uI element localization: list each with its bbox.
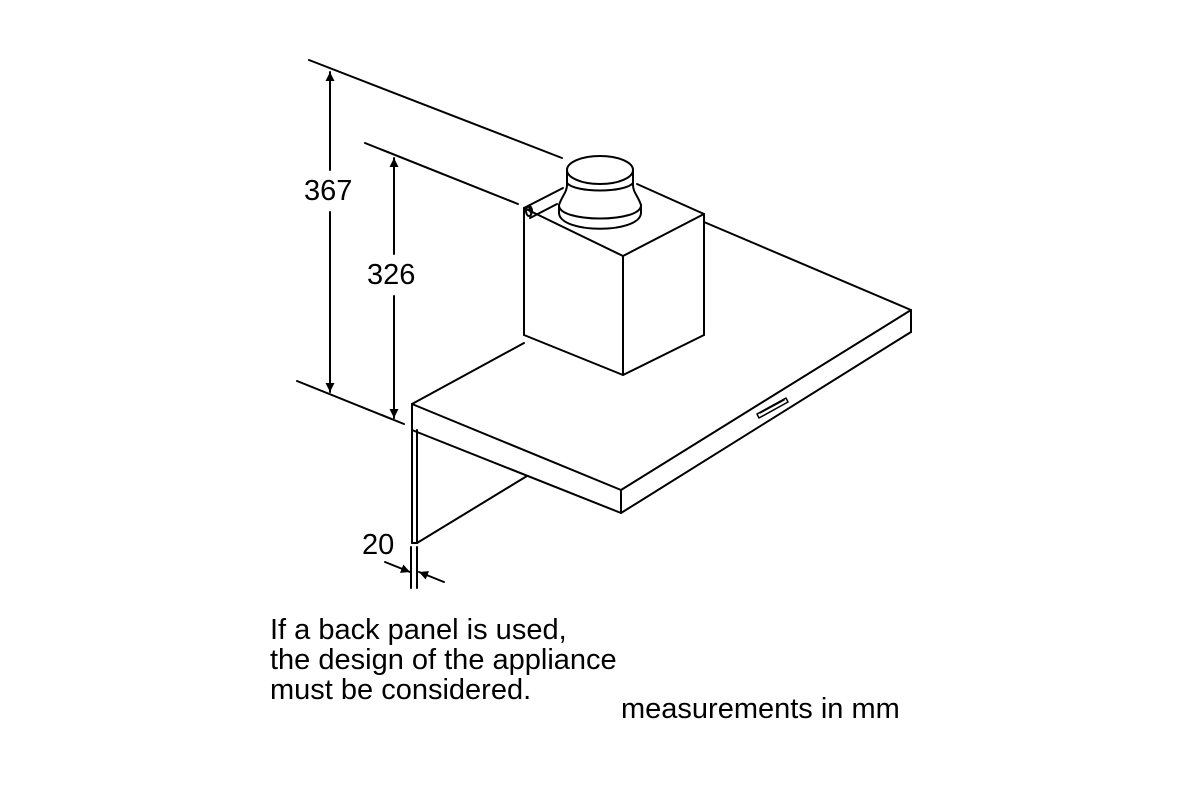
back-panel-note: If a back panel is used, the design of t… (270, 615, 617, 705)
hood-canopy (411, 221, 912, 514)
back-panel-note-line-1: If a back panel is used, (270, 614, 567, 646)
back-panel-note-line-3: must be considered. (270, 674, 532, 706)
duct-collar (557, 155, 643, 230)
dimension-label-20: 20 (362, 529, 395, 561)
units-note: measurements in mm (621, 693, 900, 725)
back-panel (411, 429, 528, 544)
extension-line-top (308, 59, 563, 159)
dimension-label-326: 326 (367, 259, 416, 291)
extension-line-bottom (296, 380, 405, 425)
extension-line-mid (364, 142, 519, 205)
back-panel-note-line-2: the design of the appliance (270, 644, 617, 676)
dimension-20 (384, 546, 445, 589)
chimney-box (523, 183, 705, 376)
dimension-label-367: 367 (304, 175, 353, 207)
control-panel (756, 397, 789, 419)
